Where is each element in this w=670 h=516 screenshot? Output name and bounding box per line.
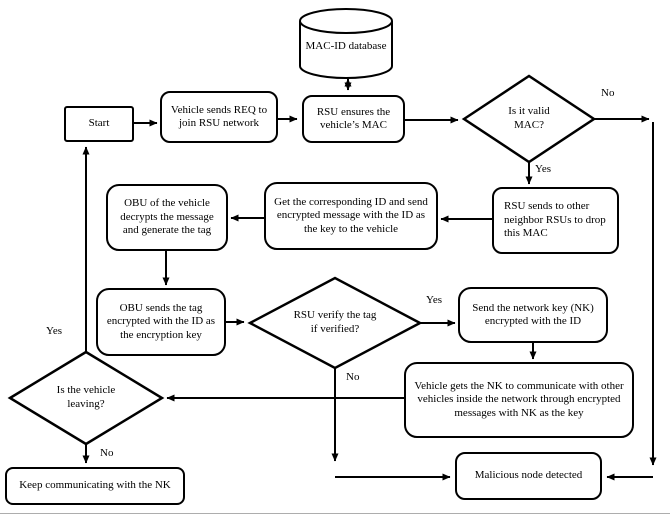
leaving-no-label: No bbox=[100, 447, 114, 459]
valid-yes-label: Yes bbox=[535, 163, 552, 175]
verify-tag-label: RSU verify the tag if verified? bbox=[293, 309, 377, 335]
valid-no-label: No bbox=[601, 87, 615, 99]
verify-tag-diamond bbox=[247, 276, 423, 370]
start-node: Start bbox=[64, 106, 134, 142]
valid-mac-diamond bbox=[461, 74, 597, 164]
malicious-node: Malicious node detected bbox=[455, 452, 602, 500]
get-nk-node: Vehicle gets the NK to communicate with … bbox=[404, 362, 634, 438]
database-node-label: MAC-ID database bbox=[305, 40, 387, 53]
verify-yes-label: Yes bbox=[426, 294, 443, 306]
database-cylinder-shape bbox=[299, 8, 393, 79]
verify-no-label: No bbox=[346, 371, 360, 383]
keep-comm-node: Keep communicating with the NK bbox=[5, 467, 185, 505]
get-id-node: Get the corresponding ID and send encryp… bbox=[264, 182, 438, 250]
ensure-mac-node: RSU ensures the vehicle’s MAC bbox=[302, 95, 405, 143]
obu-send-tag-node: OBU sends the tag encrypted with the ID … bbox=[96, 288, 226, 356]
leaving-yes-label: Yes bbox=[46, 325, 63, 337]
obu-decrypt-node: OBU of the vehicle decrypts the message … bbox=[106, 184, 228, 251]
bottom-border-line bbox=[0, 513, 670, 514]
drop-mac-node: RSU sends to other neighbor RSUs to drop… bbox=[492, 187, 619, 254]
send-nk-node: Send the network key (NK) encrypted with… bbox=[458, 287, 608, 343]
leaving-diamond bbox=[7, 350, 165, 446]
leaving-label: Is the vehicle leaving? bbox=[56, 384, 116, 410]
send-req-node: Vehicle sends REQ to join RSU network bbox=[160, 91, 278, 143]
valid-mac-label: Is it valid MAC? bbox=[508, 105, 550, 131]
